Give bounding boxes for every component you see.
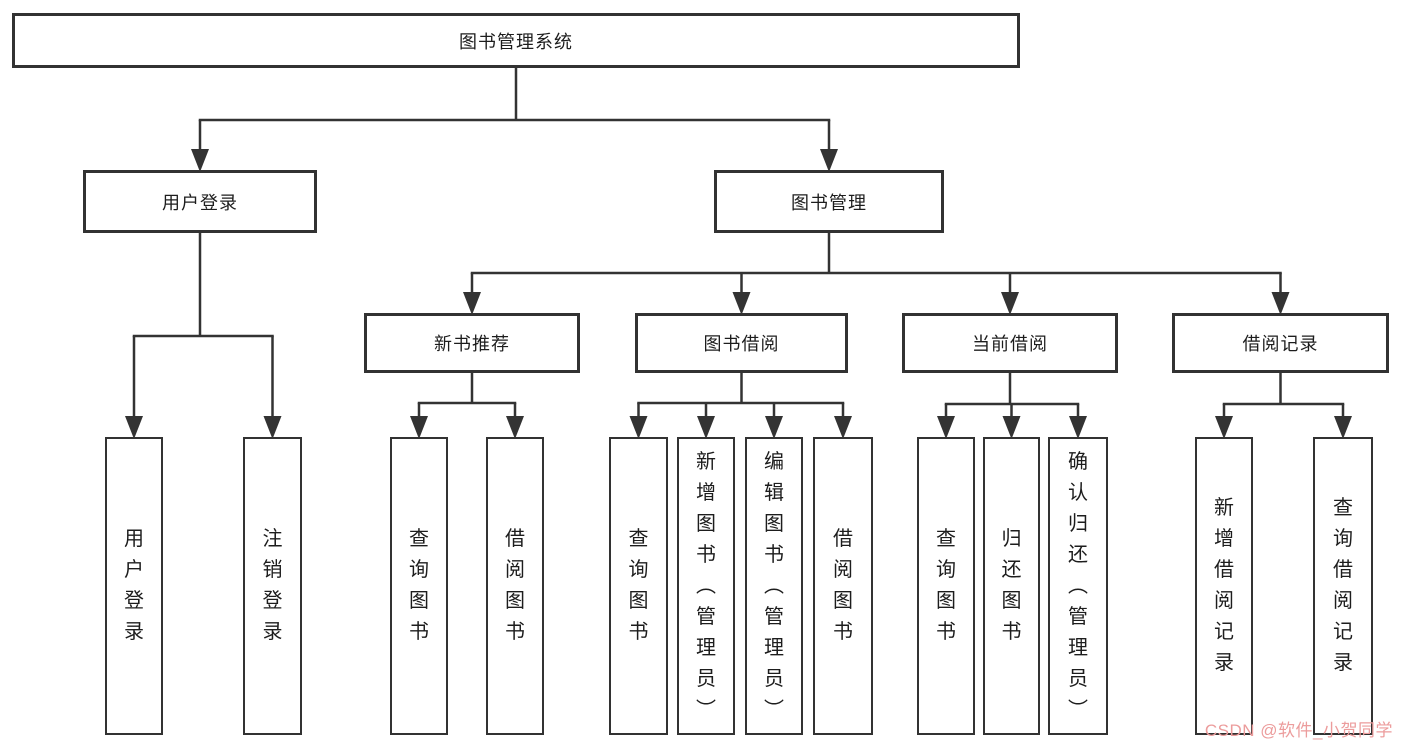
arrowhead-icon [263,416,282,439]
node-label: 新增图书︵管理员︶ [696,450,716,721]
node-b3: 编辑图书︵管理员︶ [745,437,803,735]
node-label: 归还图书 [1001,528,1022,643]
arrowhead-icon [125,416,143,439]
node-borrow: 图书借阅 [635,313,848,373]
arrowhead-icon [191,149,209,172]
node-nb2: 借阅图书 [486,437,544,735]
node-current: 当前借阅 [902,313,1118,373]
arrowhead-icon [834,416,852,439]
node-r2: 查询借阅记录 [1313,437,1373,735]
node-label: 用户登录 [124,528,144,643]
node-c1: 查询图书 [917,437,975,735]
arrowhead-icon [1002,416,1021,439]
node-newbook: 新书推荐 [364,313,580,373]
arrowhead-icon [820,149,838,172]
node-label: 编辑图书︵管理员︶ [764,450,784,721]
arrowhead-icon [1334,416,1352,439]
node-login: 用户登录 [83,170,317,233]
node-label: 借阅记录 [1242,334,1319,354]
node-label: 图书管理系统 [459,31,573,52]
node-v2: 注销登录 [243,437,302,735]
node-label: 用户登录 [162,192,238,213]
arrowhead-icon [697,416,715,439]
arrowhead-icon [506,416,524,439]
node-b4: 借阅图书 [813,437,873,735]
node-label: 查询图书 [409,528,429,643]
node-label: 新增借阅记录 [1214,497,1234,674]
arrowhead-icon [937,416,955,439]
arrowhead-icon [463,292,481,315]
node-label: 注销登录 [262,528,283,643]
node-mgmt: 图书管理 [714,170,944,233]
node-root: 图书管理系统 [12,13,1020,68]
node-b1: 查询图书 [609,437,668,735]
node-c3: 确认归还︵管理员︶ [1048,437,1108,735]
node-label: 图书借阅 [703,334,780,354]
node-b2: 新增图书︵管理员︶ [677,437,735,735]
node-label: 确认归还︵管理员︶ [1068,450,1088,721]
node-nb1: 查询图书 [390,437,448,735]
arrowhead-icon [765,416,783,439]
node-record: 借阅记录 [1172,313,1389,373]
arrowhead-icon [1215,416,1233,439]
node-v1: 用户登录 [105,437,163,735]
node-label: 新书推荐 [434,334,510,354]
node-label: 查询图书 [628,528,649,643]
arrowhead-icon [410,416,428,439]
node-label: 当前借阅 [972,334,1048,354]
node-label: 借阅图书 [505,528,525,643]
node-r1: 新增借阅记录 [1195,437,1253,735]
arrowhead-icon [629,416,648,439]
arrowhead-icon [1271,292,1290,315]
watermark: CSDN @软件_小贺同学 [1204,721,1393,740]
arrowhead-icon [1001,292,1019,315]
node-label: 查询图书 [936,528,956,643]
arrowhead-icon [732,292,751,315]
node-label: 图书管理 [791,192,867,213]
arrowhead-icon [1069,416,1087,439]
node-label: 查询借阅记录 [1333,497,1353,674]
node-c2: 归还图书 [983,437,1040,735]
node-label: 借阅图书 [833,528,853,643]
